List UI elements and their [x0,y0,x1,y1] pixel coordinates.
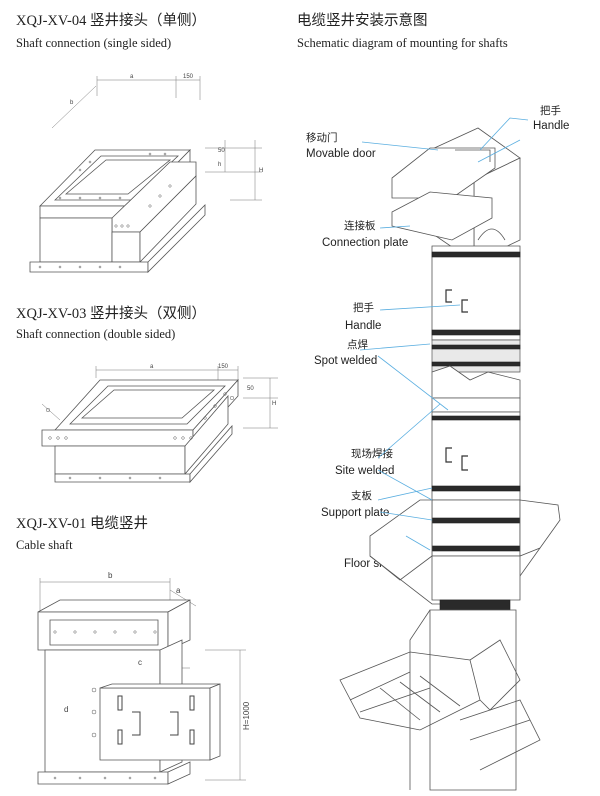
xv03-dim-50: 50 [247,386,254,392]
xv01-dim-H: H=1000 [242,701,251,730]
xv04-drawing: a 150 b 50 h H [29,74,263,273]
label-site-welded-cn: 现场焊接 [351,448,393,460]
xv04-dim-50: 50 [218,148,225,154]
label-handle-mid-cn: 把手 [353,302,374,314]
xv01-subtitle: Cable shaft [16,538,73,552]
xv01-dim-d: d [64,705,68,714]
schematic-subtitle: Schematic diagram of mounting for shafts [297,36,508,50]
xv04-dim-150: 150 [183,74,194,80]
xv01-title: XQJ-XV-01 电缆竖井 [16,516,148,532]
label-site-welded-en: Site welded [335,465,395,477]
label-spot-welded-cn: 点焊 [347,339,368,351]
xv04-title: XQJ-XV-04 竖井接头（单侧） [16,13,206,29]
xv03-title: XQJ-XV-03 竖井接头（双侧） [16,306,206,322]
label-connection-plate-en: Connection plate [322,237,409,249]
xv03-dim-150: 150 [218,364,229,370]
xv01-drawing: b a c d H=1000 [37,571,251,785]
xv03-dim-H: H [272,401,276,407]
label-spot-welded-en: Spot welded [314,355,378,367]
xv03-dim-a: a [150,364,154,370]
label-movable-door-cn: 移动门 [306,132,338,144]
xv03-drawing: a 150 50 H [41,364,278,484]
xv04-dim-H: H [259,168,263,174]
xv04-dim-b: b [70,100,74,106]
xv03-subtitle: Shaft connection (double sided) [16,327,176,341]
label-floor-slab-en: Floor slab [344,558,395,570]
xv04-subtitle: Shaft connection (single sided) [16,36,172,50]
xv01-dim-c: c [138,658,142,667]
label-handle-mid-en: Handle [345,320,382,332]
label-connection-plate-cn: 连接板 [344,220,376,232]
schematic-title: 电缆竖井安装示意图 [297,13,428,29]
label-handle-top-en: Handle [533,120,570,132]
xv04-dim-a: a [130,74,134,80]
xv04-dim-h: h [218,162,221,168]
xv01-dim-b: b [108,571,113,580]
xv01-dim-a: a [176,586,181,595]
label-handle-top-cn: 把手 [540,105,561,117]
schematic-drawing [339,117,561,791]
label-support-plate-cn: 支板 [351,490,372,502]
label-support-plate-en: Support plate [321,507,390,519]
label-movable-door-en: Movable door [306,148,376,160]
